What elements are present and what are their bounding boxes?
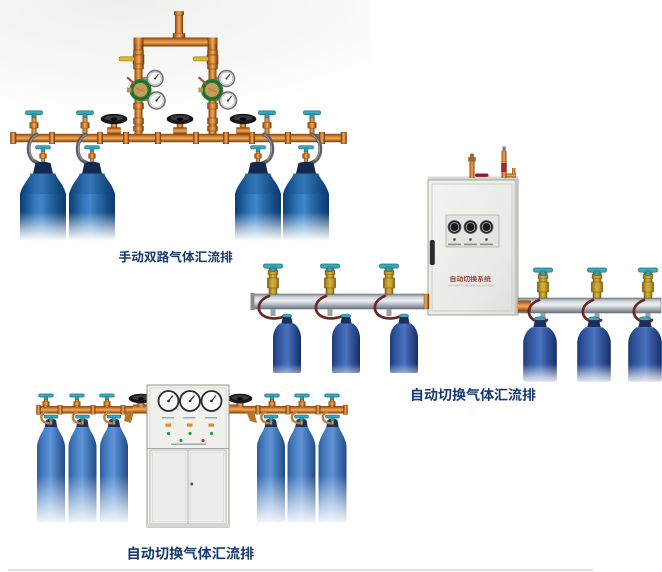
svg-text:AUTOMATIC MANIFOLD SYSTEM: AUTOMATIC MANIFOLD SYSTEM [448,284,494,288]
